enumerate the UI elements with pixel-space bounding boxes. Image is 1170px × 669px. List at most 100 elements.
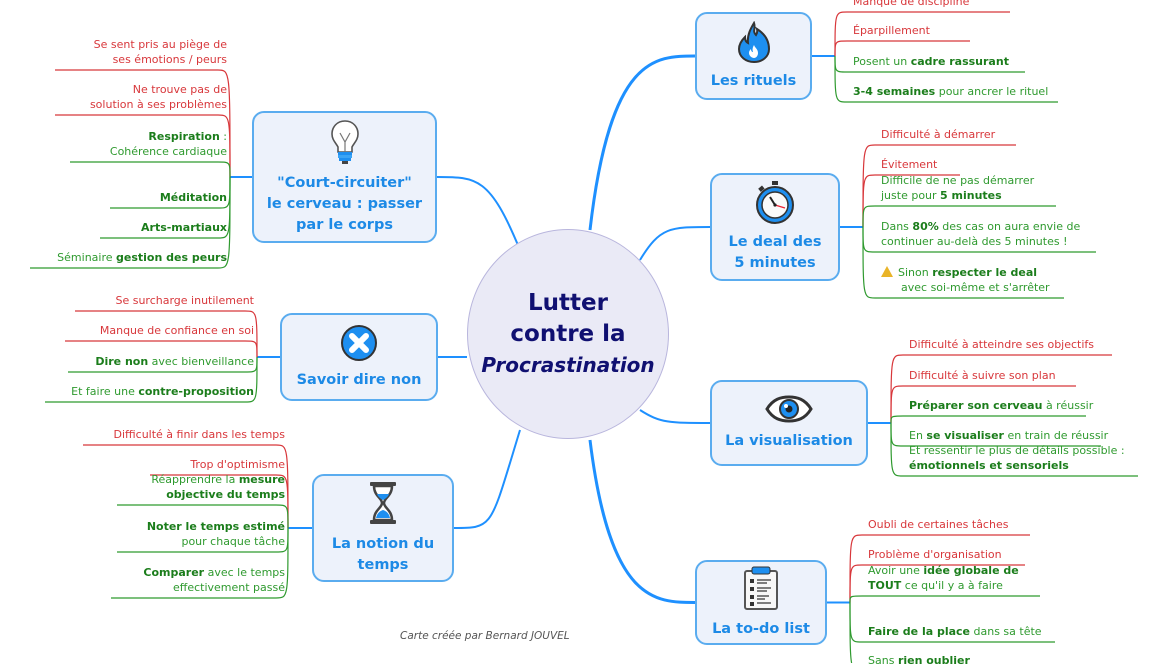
solution-item[interactable]: Arts-martiaux	[141, 220, 227, 236]
branch-line	[65, 340, 258, 358]
problem-item[interactable]: Difficulté à démarrer	[881, 127, 995, 143]
branch-line	[30, 176, 231, 269]
topic-connector	[639, 226, 711, 261]
item-text: avec le temps	[204, 565, 285, 579]
problem-item[interactable]: Difficulté à atteindre ses objectifs	[909, 337, 1094, 353]
item-line: Difficulté à finir dans les temps	[113, 427, 285, 443]
branch-line	[849, 595, 1040, 603]
emphasis-text: idée globale de	[923, 563, 1019, 577]
item-line: Difficulté à atteindre ses objectifs	[909, 337, 1094, 353]
topic-rituels[interactable]: Les rituels	[695, 12, 812, 100]
problem-item[interactable]: Manque de discipline	[853, 0, 969, 10]
item-text: Problème d'organisation	[868, 548, 1002, 561]
item-line: 3-4 semaines pour ancrer le rituel	[853, 84, 1048, 100]
solution-item[interactable]: Posent un cadre rassurant	[853, 54, 1009, 70]
item-line: Difficulté à suivre son plan	[909, 368, 1056, 384]
item-line: Méditation	[160, 190, 227, 206]
solution-item[interactable]: Séminaire gestion des peurs	[57, 250, 227, 266]
problem-item[interactable]: Difficulté à suivre son plan	[909, 368, 1056, 384]
item-text: Sinon	[898, 265, 933, 279]
item-line: objective du temps	[151, 487, 285, 503]
central-title-line-1: Lutter	[528, 289, 608, 316]
item-line: continuer au-delà des 5 minutes !	[881, 234, 1080, 250]
problem-item[interactable]: Manque de confiance en soi	[100, 323, 254, 339]
item-text: effectivement passé	[172, 581, 285, 594]
solution-item[interactable]: Et faire une contre-proposition	[71, 384, 254, 400]
item-line: Trop d'optimisme	[190, 457, 285, 473]
item-text: solution à ses problèmes	[89, 98, 227, 111]
item-line: solution à ses problèmes	[90, 97, 227, 113]
item-text: Séminaire	[57, 251, 117, 264]
topic-connector	[436, 176, 521, 251]
item-text: Difficulté à finir dans les temps	[113, 428, 285, 441]
emphasis-text: TOUT	[868, 579, 902, 592]
problem-item[interactable]: Oubli de certaines tâches	[868, 517, 1008, 533]
item-text: Difficulté à atteindre ses objectifs	[909, 338, 1095, 351]
topic-title-line: La to-do list	[712, 621, 810, 637]
topic-todo-list[interactable]: La to-do list	[695, 560, 827, 645]
problem-item[interactable]: Se surcharge inutilement	[115, 293, 254, 309]
emphasis-text: objective du temps	[166, 488, 285, 501]
solution-item[interactable]: Préparer son cerveau à réussir	[909, 398, 1093, 414]
branch-line	[111, 527, 289, 599]
emphasis-text: respecter le deal	[932, 265, 1038, 279]
item-text: Se sent pris au piège de	[93, 37, 227, 51]
solution-item[interactable]: Méditation	[160, 190, 227, 206]
branch-line	[834, 11, 1010, 57]
problem-item[interactable]: Trop d'optimisme	[190, 457, 285, 473]
item-text: avec soi-même et s'arrêter	[901, 281, 1050, 294]
item-line: Évitement	[881, 157, 937, 173]
topic-dire-non[interactable]: Savoir dire non	[280, 313, 438, 401]
clipboard-list-icon	[743, 565, 779, 615]
item-line: Noter le temps estimé	[147, 519, 285, 535]
topic-connector	[639, 409, 711, 424]
hourglass-icon	[367, 480, 399, 530]
emphasis-text: 5 minutes	[940, 189, 1002, 202]
problem-item[interactable]: Évitement	[881, 157, 937, 173]
solution-item[interactable]: Sans rien oublier	[868, 653, 970, 669]
emphasis-text: cadre rassurant	[910, 55, 1009, 68]
problem-item[interactable]: Difficulté à finir dans les temps	[113, 427, 285, 443]
topic-visualisation[interactable]: La visualisation	[710, 380, 868, 466]
solution-item[interactable]: Et ressentir le plus de détails possible…	[909, 443, 1125, 474]
problem-item[interactable]: Éparpillement	[853, 23, 930, 39]
item-text: des cas on aura envie de	[938, 219, 1081, 233]
branch-line	[890, 385, 1076, 424]
solution-item[interactable]: En se visualiser en train de réussir	[909, 428, 1108, 444]
central-title-line-3: Procrastination	[481, 352, 655, 377]
branch-line	[862, 205, 1056, 228]
problem-item[interactable]: Problème d'organisation	[868, 547, 1002, 563]
solution-item[interactable]: Respiration :Cohérence cardiaque	[110, 129, 227, 160]
solution-item[interactable]: Sinon respecter le deal avec soi-même et …	[881, 265, 1050, 296]
item-text: Difficulté à démarrer	[881, 128, 996, 141]
topic-connector	[588, 54, 696, 231]
item-text: Cohérence cardiaque	[109, 145, 227, 158]
item-line: Réapprendre la mesure	[151, 472, 285, 488]
item-line: Problème d'organisation	[868, 547, 1002, 563]
eye-icon	[765, 394, 813, 427]
emphasis-text: contre-proposition	[138, 385, 254, 398]
item-text: Ne trouve pas de	[132, 82, 227, 96]
close-circle-icon	[340, 324, 378, 366]
branch-line	[849, 564, 1025, 603]
item-line: Difficile de ne pas démarrer	[881, 173, 1034, 189]
central-topic[interactable]: Lutter contre la Procrastination	[467, 229, 669, 439]
solution-item[interactable]: Faire de la place dans sa tête	[868, 624, 1042, 640]
emphasis-text: 3-4 semaines	[853, 85, 936, 98]
problem-item[interactable]: Ne trouve pas de solution à ses problèmes	[90, 82, 227, 113]
solution-item[interactable]: Dire non avec bienveillance	[95, 354, 254, 370]
topic-title-line: La visualisation	[725, 432, 853, 449]
emphasis-text: émotionnels et sensoriels	[909, 459, 1069, 472]
emphasis-text: Arts-martiaux	[141, 221, 227, 234]
solution-item[interactable]: 3-4 semaines pour ancrer le rituel	[853, 84, 1048, 100]
